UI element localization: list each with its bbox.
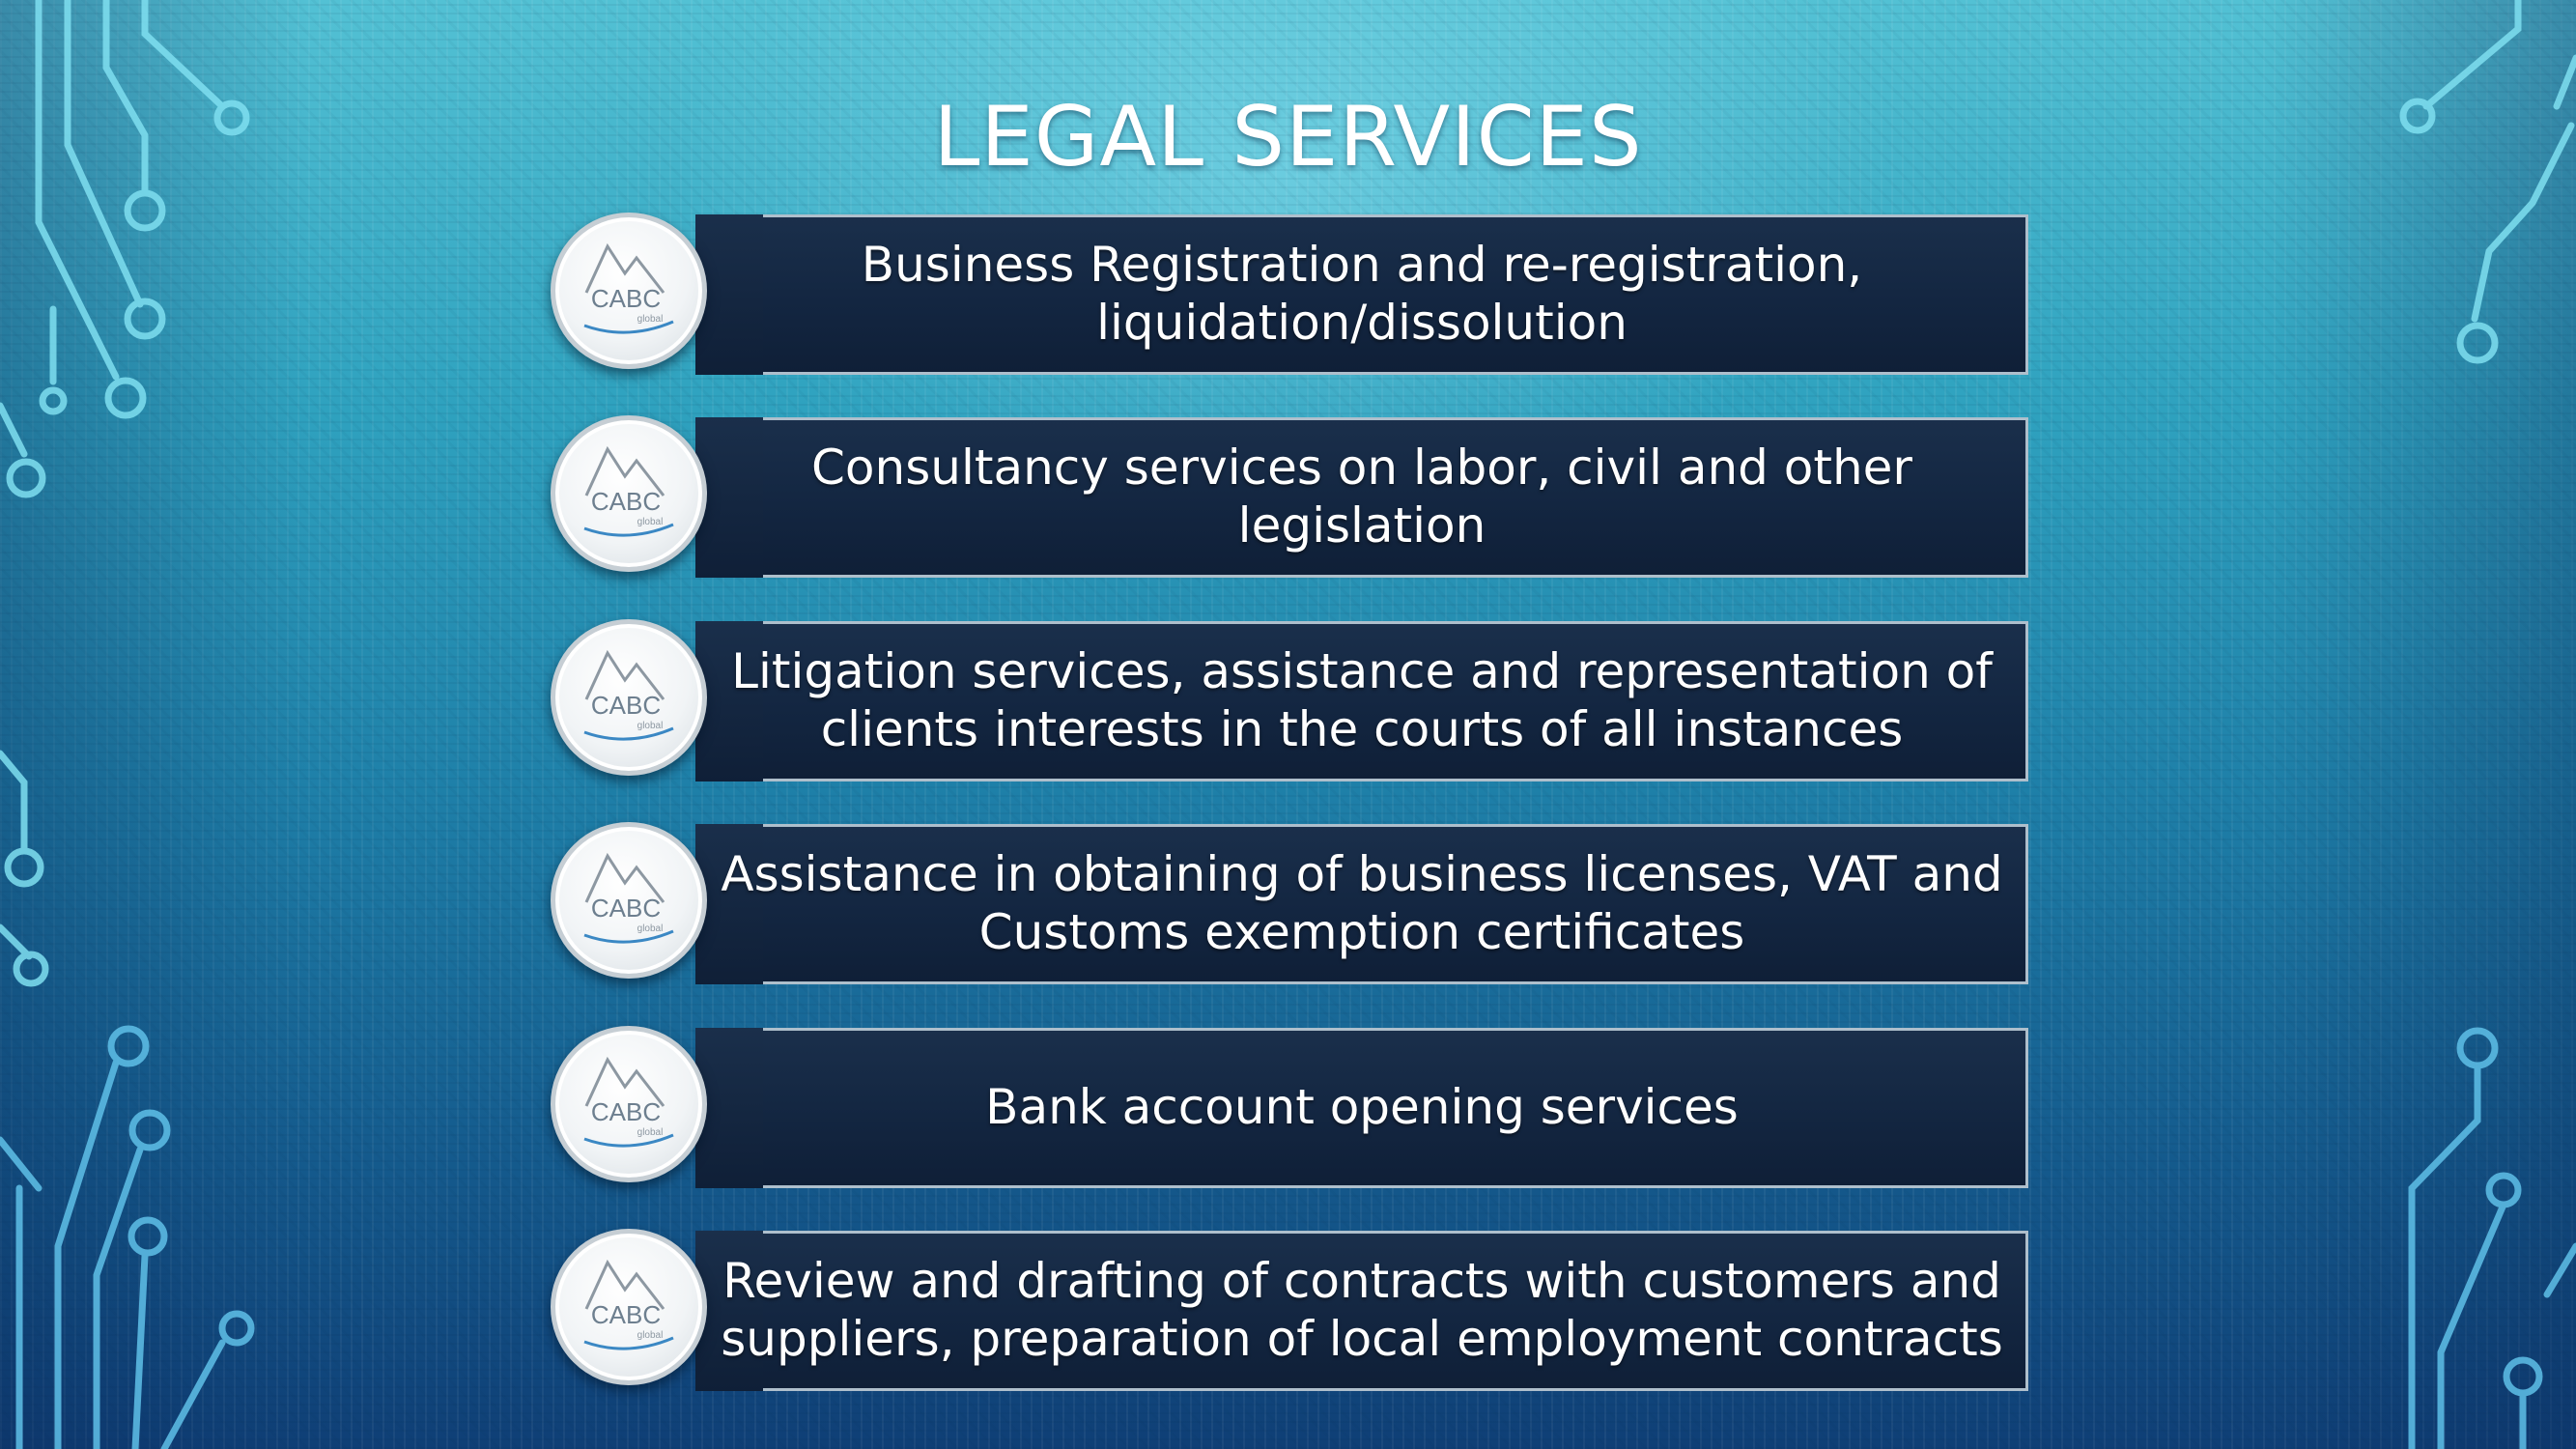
service-box — [695, 1231, 2028, 1391]
cabc-logo-badge: CABC global — [551, 1026, 707, 1182]
logo-subtext: global — [637, 1127, 664, 1138]
service-item-6: Review and drafting of contracts with cu… — [551, 1229, 2028, 1391]
logo-subtext: global — [637, 517, 664, 527]
service-text: Business Registration and re-registratio… — [861, 237, 1863, 351]
service-item-4: Assistance in obtaining of business lice… — [551, 822, 2028, 984]
logo-text: CABC — [591, 1097, 661, 1126]
service-item-2: Consultancy services on labor, civil and… — [551, 415, 2028, 578]
slide-title: LEGAL SERVICES — [933, 89, 1643, 185]
cabc-logo-badge: CABC global — [551, 822, 707, 979]
logo-text: CABC — [591, 894, 661, 923]
mountain-logo-icon: CABC global — [583, 242, 674, 334]
service-item-5: Bank account opening services CABC globa… — [551, 1026, 2028, 1188]
logo-text: CABC — [591, 691, 661, 720]
service-item-1: Business Registration and re-registratio… — [551, 213, 2028, 375]
service-text: Review and drafting of contracts with cu… — [721, 1253, 2003, 1367]
cabc-logo-badge: CABC global — [551, 619, 707, 776]
mountain-logo-icon: CABC global — [583, 445, 674, 537]
logo-subtext: global — [637, 923, 664, 934]
service-box — [695, 621, 2028, 781]
cabc-logo-badge: CABC global — [551, 213, 707, 369]
service-text: Bank account opening services — [985, 1079, 1739, 1135]
service-box — [695, 1028, 2028, 1188]
mountain-logo-icon: CABC global — [583, 649, 674, 741]
service-box — [695, 824, 2028, 984]
logo-subtext: global — [637, 314, 664, 325]
mountain-logo-icon: CABC global — [583, 852, 674, 944]
logo-text: CABC — [591, 284, 661, 313]
service-text: Assistance in obtaining of business lice… — [721, 846, 2003, 960]
mountain-logo-icon: CABC global — [583, 1259, 674, 1350]
cabc-logo-badge: CABC global — [551, 415, 707, 572]
service-box — [695, 417, 2028, 578]
circuit-decoration-right-icon — [2399, 0, 2576, 1449]
service-text: Litigation services, assistance and repr… — [731, 643, 1993, 757]
logo-subtext: global — [637, 721, 664, 731]
logo-subtext: global — [637, 1330, 664, 1341]
mountain-logo-icon: CABC global — [583, 1056, 674, 1148]
cabc-logo-badge: CABC global — [551, 1229, 707, 1385]
logo-text: CABC — [591, 1300, 661, 1329]
service-text: Consultancy services on labor, civil and… — [811, 440, 1912, 554]
service-box — [695, 214, 2028, 375]
circuit-decoration-left-icon — [0, 0, 255, 1449]
service-item-3: Litigation services, assistance and repr… — [551, 619, 2028, 781]
logo-text: CABC — [591, 487, 661, 516]
